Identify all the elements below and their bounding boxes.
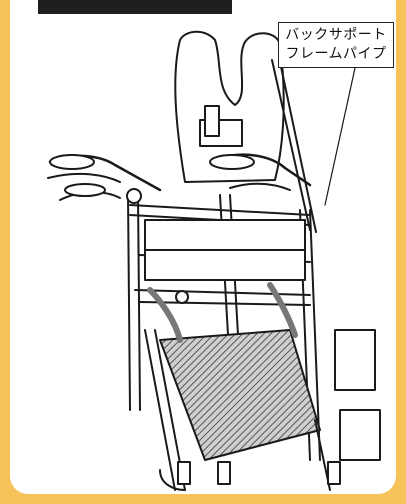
illustration-panel: バックサポート フレームパイプ — [10, 0, 396, 494]
wheelchair-illustration — [47, 30, 381, 491]
seat-cushion — [159, 329, 321, 461]
back-support-frame-pipe — [271, 59, 311, 231]
title-bar — [38, 0, 232, 14]
front-leg-left — [144, 329, 176, 491]
callout-leader — [324, 67, 356, 206]
callout-line-1: バックサポート — [285, 27, 387, 43]
callout-line-2: フレームパイプ — [285, 46, 387, 62]
callout-label: バックサポート フレームパイプ — [278, 22, 394, 68]
frame-left-upright — [127, 194, 131, 411]
